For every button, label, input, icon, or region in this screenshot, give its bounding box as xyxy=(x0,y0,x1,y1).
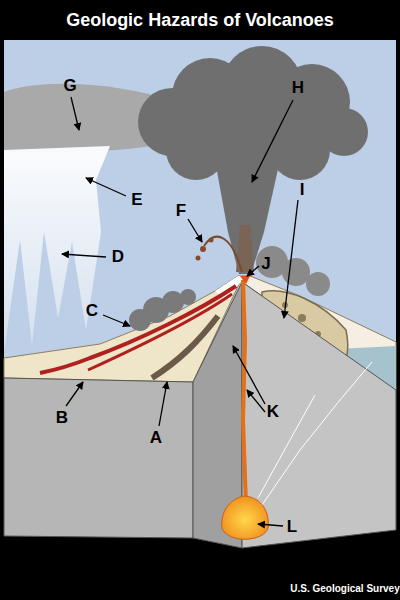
leader-line xyxy=(252,100,293,182)
pyroclastic-flow xyxy=(129,289,196,331)
fracture-line xyxy=(262,362,372,505)
callout-letter: B xyxy=(56,408,68,428)
leader-line xyxy=(159,382,167,426)
leader-lines xyxy=(62,97,298,526)
leader-line xyxy=(66,382,83,406)
callout-letter: L xyxy=(287,517,297,537)
leader-line xyxy=(247,266,259,276)
leader-line xyxy=(71,97,79,130)
callout-letter: C xyxy=(86,301,98,321)
callout-letter: H xyxy=(292,78,304,98)
eruption-cloud xyxy=(138,46,368,274)
projectile xyxy=(196,256,201,261)
debris-block xyxy=(298,314,306,322)
cross-section-face xyxy=(4,378,193,538)
callout-letter: D xyxy=(112,247,124,267)
magma-conduit xyxy=(243,280,246,505)
acid-rain xyxy=(4,146,110,352)
leader-line xyxy=(188,219,202,242)
leader-line xyxy=(86,178,126,196)
leader-line xyxy=(258,524,283,526)
projectile xyxy=(209,238,214,243)
leader-line xyxy=(247,390,265,412)
cloud-puff xyxy=(282,258,310,286)
fracture-line xyxy=(258,395,315,498)
sky xyxy=(4,40,396,400)
callout-letter: K xyxy=(267,402,279,422)
cloud-puff xyxy=(180,289,196,305)
vent xyxy=(240,276,250,284)
cross-section-face xyxy=(242,282,396,548)
cloud-puff xyxy=(306,272,330,296)
callout-letter: I xyxy=(300,180,305,200)
magma-chamber xyxy=(222,496,269,539)
callout-letter: F xyxy=(176,201,186,221)
vent-plume xyxy=(236,225,254,272)
diagram-title: Geologic Hazards of Volcanoes xyxy=(0,0,400,40)
projectile-trail xyxy=(204,237,242,272)
eruption-column xyxy=(215,160,280,274)
callout-letter: A xyxy=(150,428,162,448)
callout-letter: J xyxy=(261,254,270,274)
credit-text: U.S. Geological Survey xyxy=(290,583,399,594)
projectile xyxy=(200,246,206,252)
leader-line xyxy=(284,200,298,318)
leader-line xyxy=(233,346,265,404)
leader-line xyxy=(62,254,106,257)
leader-line xyxy=(103,315,130,326)
callout-letter: G xyxy=(63,76,76,96)
callout-letter: E xyxy=(131,190,142,210)
